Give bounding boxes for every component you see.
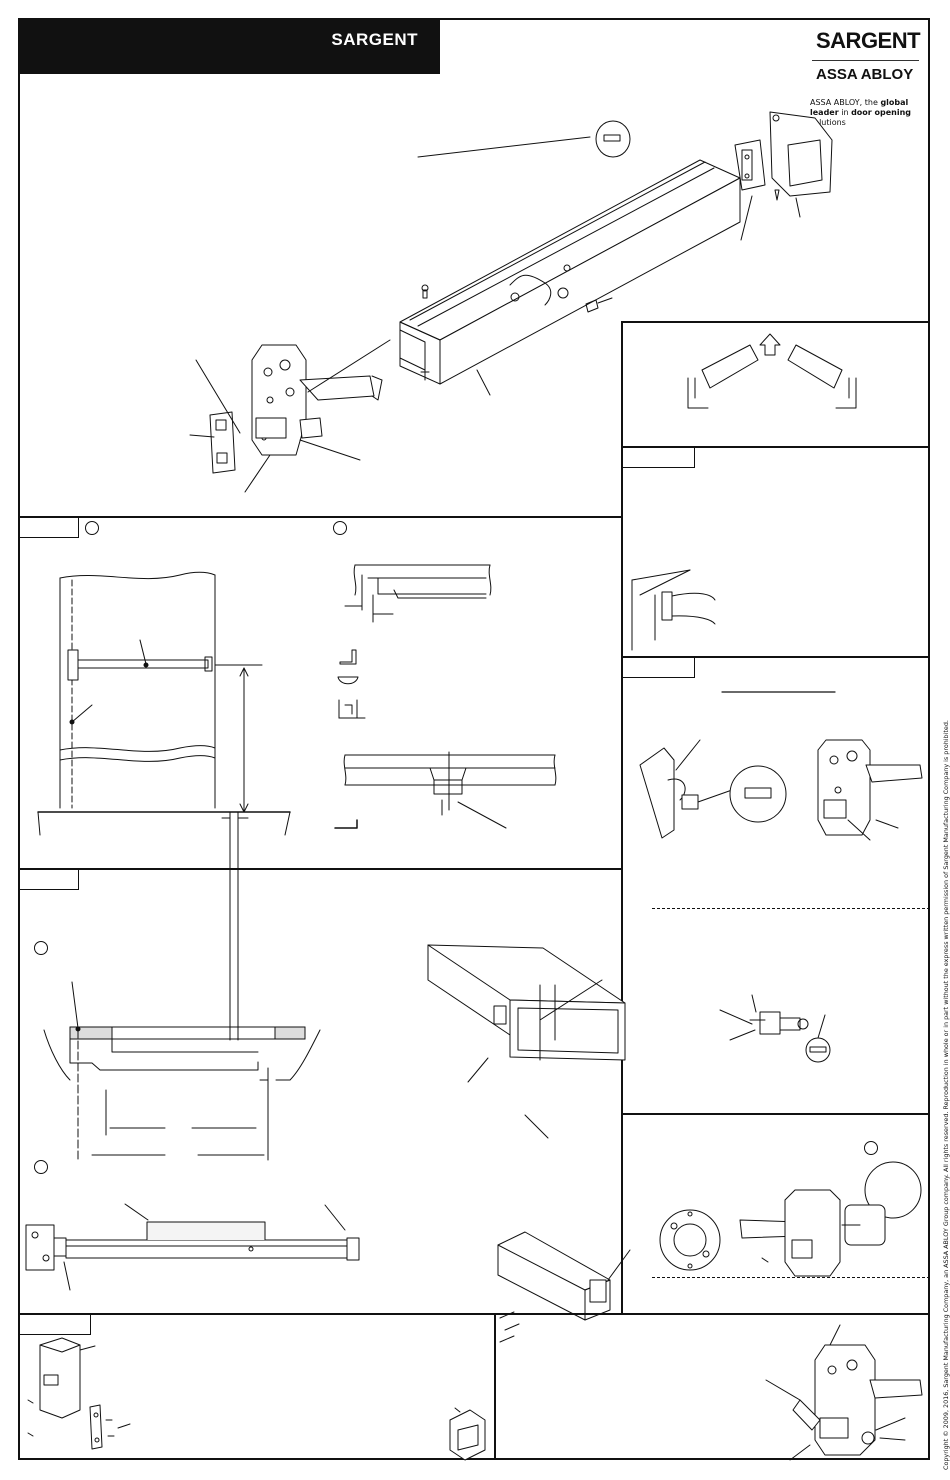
header-bar: SARGENT bbox=[18, 18, 440, 74]
section-tab-2 bbox=[18, 869, 79, 890]
divider-main-bottom bbox=[18, 516, 622, 518]
knob-icon bbox=[659, 1161, 922, 1277]
step-circle-1 bbox=[85, 521, 99, 535]
end-cap-icon bbox=[734, 111, 833, 241]
lever-chassis-drawing bbox=[765, 1324, 923, 1461]
section-tab-5 bbox=[622, 657, 695, 678]
dashed-separator-1 bbox=[652, 908, 930, 909]
cylinder-install-drawing bbox=[639, 691, 923, 841]
sheet-frame bbox=[18, 18, 930, 1460]
step-circle-3 bbox=[34, 941, 48, 955]
step-circle-5 bbox=[864, 1141, 878, 1155]
divider-bottom-split bbox=[494, 1313, 496, 1460]
step-circle-4 bbox=[34, 1160, 48, 1174]
chassis-mechanism bbox=[189, 339, 491, 493]
header-profile-drawing bbox=[334, 564, 557, 829]
tagline-mid: in bbox=[838, 108, 852, 117]
cover-and-plate-drawing bbox=[27, 1337, 486, 1461]
tagline-bold-1: global leader bbox=[810, 98, 909, 117]
dashed-separator-2 bbox=[652, 1277, 930, 1278]
thumbturn-cap-icon bbox=[417, 120, 631, 158]
section-tab-3 bbox=[18, 1314, 91, 1335]
divider-bottom-row bbox=[18, 1313, 930, 1315]
sargent-logo: SARGENT bbox=[816, 28, 921, 53]
section-tab-4 bbox=[622, 447, 695, 468]
divider-right-4 bbox=[621, 1113, 930, 1115]
exit-device-bar-illustration bbox=[399, 159, 741, 385]
assa-abloy-logo: ASSA ABLOY bbox=[816, 66, 914, 83]
tagline-suffix: solutions bbox=[810, 118, 846, 127]
up-arrow-icon bbox=[687, 333, 857, 409]
tagline: ASSA ABLOY, the global leader in door op… bbox=[810, 98, 930, 128]
step-circle-2 bbox=[333, 521, 347, 535]
assembled-bar-drawing bbox=[25, 1203, 360, 1291]
rail-end-screws-drawing bbox=[497, 1231, 631, 1343]
tagline-bold-2: door opening bbox=[851, 108, 912, 117]
tagline-prefix: ASSA ABLOY, the bbox=[810, 98, 881, 107]
logo-rule bbox=[812, 60, 919, 61]
header-brand: SARGENT bbox=[331, 30, 418, 49]
door-edge-drawing bbox=[631, 569, 716, 651]
divider-right-2 bbox=[621, 446, 930, 448]
divider-right-top bbox=[621, 321, 930, 323]
divider-right-3 bbox=[621, 656, 930, 658]
divider-right-column bbox=[621, 321, 623, 1313]
section-tab-1 bbox=[18, 517, 79, 538]
divider-left-mid bbox=[18, 868, 622, 870]
door-elevation-drawing bbox=[37, 571, 291, 836]
key-cylinder-icon bbox=[719, 994, 831, 1063]
rail-section-isometric bbox=[427, 944, 626, 1139]
rail-cut-drawing bbox=[43, 811, 321, 1161]
